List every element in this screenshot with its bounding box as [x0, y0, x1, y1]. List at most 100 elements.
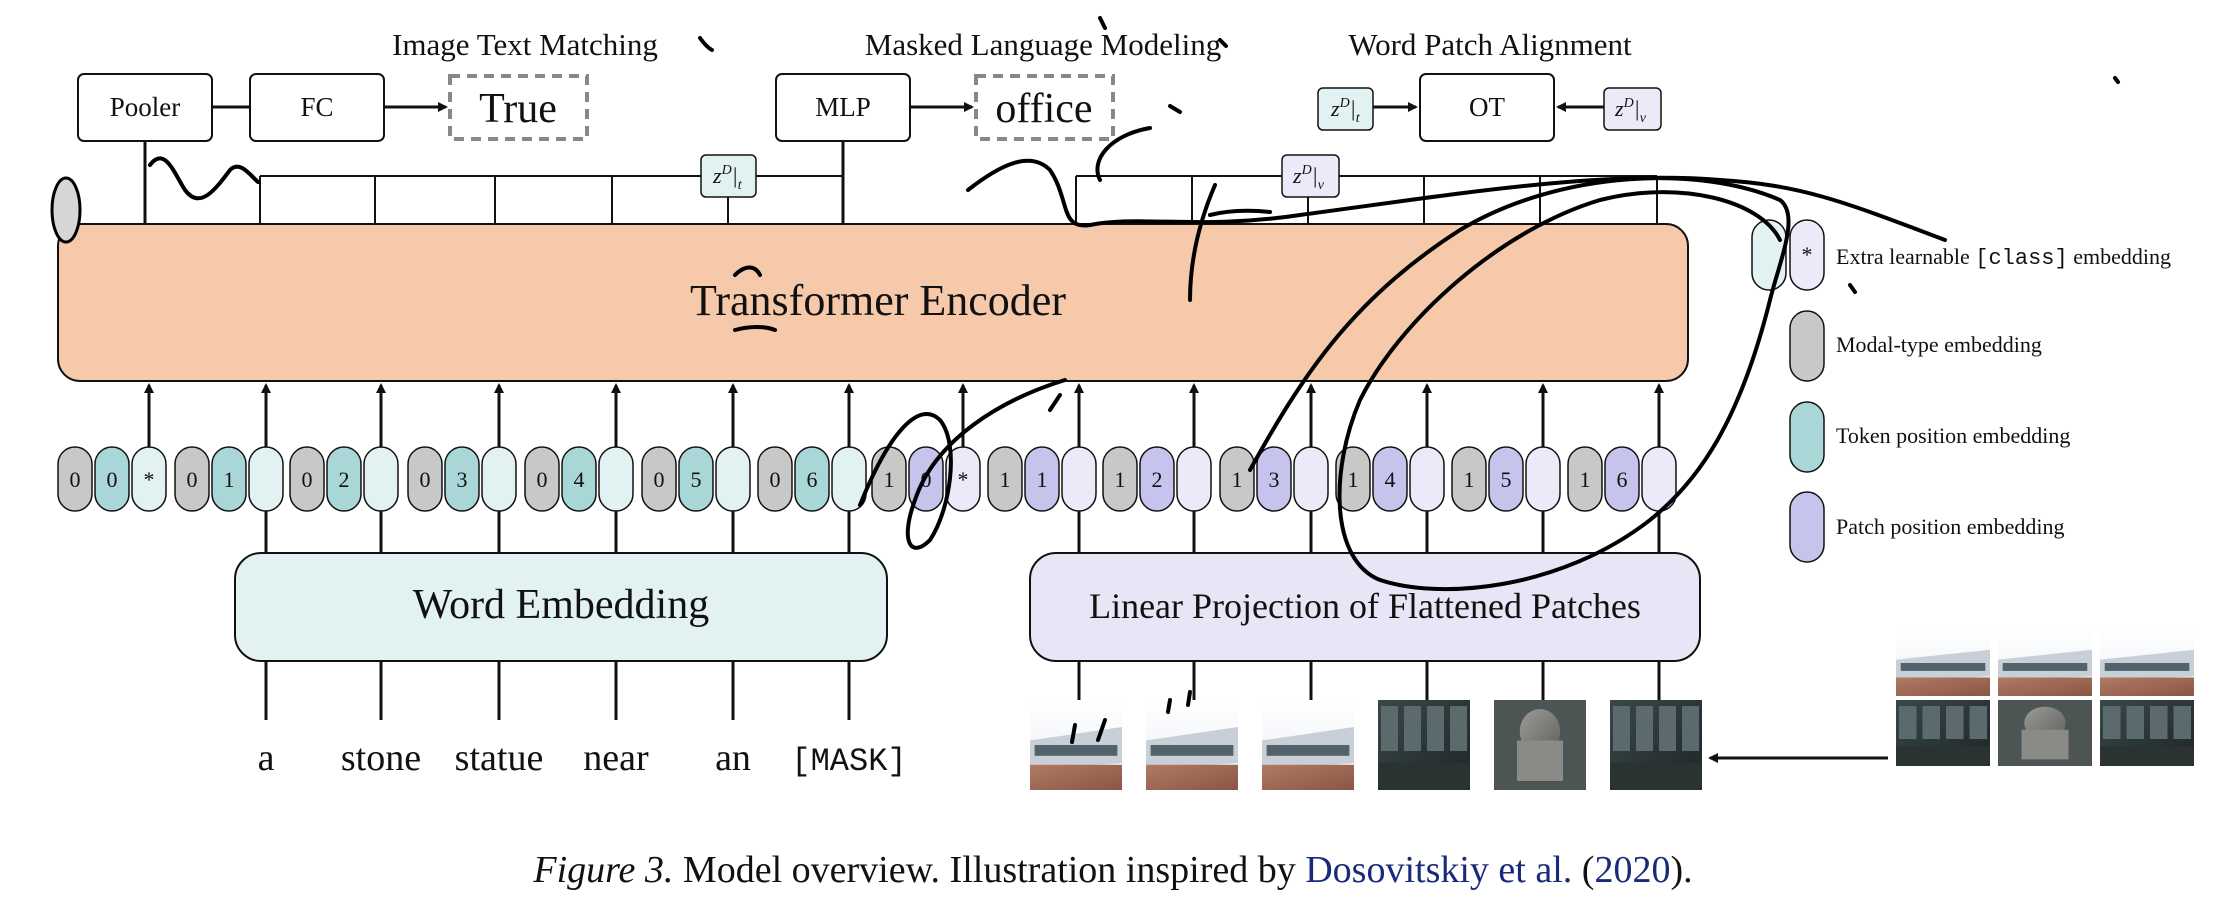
position-capsule	[1488, 446, 1524, 512]
source-image-tile	[1998, 700, 2092, 766]
modal-type-capsule-label: 0	[770, 467, 781, 492]
modal-type-capsule	[1219, 446, 1255, 512]
caption-text: Model overview. Illustration inspired by	[673, 849, 1306, 891]
citation-link-authors[interactable]: Dosovitskiy et al.	[1305, 849, 1573, 891]
svg-text:zD|t: zD|t	[1330, 96, 1361, 126]
svg-text:zD|v: zD|v	[1292, 163, 1325, 193]
position-capsule-label: 4	[1385, 467, 1396, 492]
modal-type-capsule-label: 0	[420, 467, 431, 492]
position-capsule-label: 1	[224, 467, 235, 492]
position-capsule	[1256, 446, 1292, 512]
modal-type-capsule	[1567, 446, 1603, 512]
svg-text:Modal-type embedding: Modal-type embedding	[1836, 332, 2042, 357]
modal-type-capsule	[174, 446, 210, 512]
position-capsule	[794, 446, 830, 512]
position-capsule	[1604, 446, 1640, 512]
modal-type-capsule	[641, 446, 677, 512]
pen-scribbles	[50, 16, 2120, 744]
input-word: a	[258, 737, 275, 779]
content-capsule	[715, 446, 751, 512]
patch-projection-block: Linear Projection of Flattened Patches	[1029, 552, 1701, 662]
fc-label: FC	[300, 92, 333, 122]
pooler-box: Pooler	[77, 73, 213, 142]
pooler-label: Pooler	[110, 92, 181, 122]
content-capsule	[1525, 446, 1561, 512]
position-capsule-label: 0	[107, 467, 118, 492]
image-patches	[1030, 700, 1702, 790]
position-capsule	[211, 446, 247, 512]
source-image-grid	[1896, 630, 2194, 766]
caption-figure-label: Figure 3.	[533, 849, 674, 891]
position-capsule	[678, 446, 714, 512]
svg-text:Extra learnable [class] embedd: Extra learnable [class] embedding	[1836, 244, 2171, 271]
modal-type-capsule-label: 1	[884, 467, 895, 492]
mlm-output-label: office	[995, 86, 1092, 132]
encoder-output-grid	[143, 141, 1658, 224]
svg-text:zD|v: zD|v	[1614, 96, 1647, 126]
modal-type-capsule	[524, 446, 560, 512]
mlp-label: MLP	[815, 92, 871, 122]
task-title-mlm: Masked Language Modeling	[865, 27, 1221, 62]
modal-type-capsule-label: 0	[537, 467, 548, 492]
modal-type-capsule-label: 1	[1232, 467, 1243, 492]
modal-type-capsule-label: 1	[1348, 467, 1359, 492]
word-embedding-label: Word Embedding	[413, 582, 709, 628]
input-word: stone	[341, 737, 421, 779]
image-patch-thumbnail	[1262, 700, 1354, 790]
legend: * Extra learnable [class] embedding Moda…	[1751, 219, 2171, 563]
modal-type-capsule-label: 1	[1115, 467, 1126, 492]
position-capsule	[561, 446, 597, 512]
position-capsule	[1139, 446, 1175, 512]
modal-type-capsule-label: 1	[1464, 467, 1475, 492]
position-capsule-label: 5	[1501, 467, 1512, 492]
position-capsule	[94, 446, 130, 512]
diagram-canvas: Image Text Matching Masked Language Mode…	[50, 16, 2194, 790]
citation-link-year[interactable]: 2020	[1594, 849, 1671, 891]
input-word: [MASK]	[791, 743, 906, 780]
image-patch-thumbnail	[1146, 700, 1238, 790]
input-word: an	[715, 737, 751, 779]
source-image-tile	[2100, 700, 2194, 766]
input-word: near	[583, 737, 649, 779]
legend-token-position: Token position embedding	[1789, 401, 2070, 473]
modal-type-capsule	[1102, 446, 1138, 512]
input-word: statue	[455, 737, 544, 779]
modal-type-capsule-label: 0	[302, 467, 313, 492]
word-input-lines	[264, 511, 851, 720]
content-capsule	[1409, 446, 1445, 512]
position-capsule	[444, 446, 480, 512]
position-capsule-label: 5	[691, 467, 702, 492]
modal-type-capsule	[1451, 446, 1487, 512]
content-capsule	[363, 446, 399, 512]
position-capsule-label: 1	[1037, 467, 1048, 492]
legend-class-embedding: * Extra learnable [class] embedding	[1751, 219, 2171, 291]
legend-class-star: *	[1802, 242, 1813, 267]
patch-projection-label: Linear Projection of Flattened Patches	[1089, 586, 1641, 626]
content-capsule	[1293, 446, 1329, 512]
class-token-capsule	[131, 446, 167, 512]
position-capsule	[1372, 446, 1408, 512]
source-image-tile	[2100, 630, 2194, 696]
modal-type-capsule	[407, 446, 443, 512]
content-capsule	[481, 446, 517, 512]
position-capsule	[1024, 446, 1060, 512]
position-capsule-label: 2	[339, 467, 350, 492]
class-token-capsule-label: *	[958, 467, 969, 492]
content-capsule	[1061, 446, 1097, 512]
patch-input-lines	[1077, 511, 1661, 700]
itm-output-box: True	[448, 74, 589, 141]
input-words: a stone statue near an [MASK]	[258, 737, 907, 780]
task-title-itm: Image Text Matching	[392, 27, 658, 62]
modal-type-capsule	[987, 446, 1023, 512]
modal-type-capsule	[57, 446, 93, 512]
source-image-tile	[1998, 630, 2092, 696]
